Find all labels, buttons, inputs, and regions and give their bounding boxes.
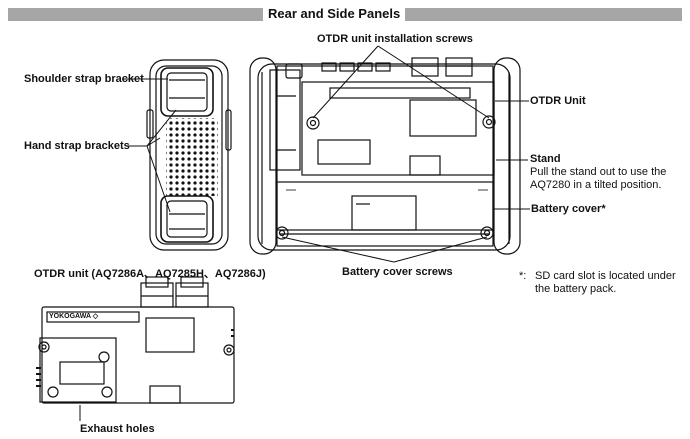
side-view-device <box>146 59 232 251</box>
hand-strap-brackets-label: Hand strap brackets <box>24 140 130 152</box>
footnote-line2: the battery pack. <box>535 283 617 295</box>
exhaust-holes-label: Exhaust holes <box>80 423 155 435</box>
brand-logo: YOKOGAWA ◇ <box>49 313 99 320</box>
footnote-line1: SD card slot is located under <box>535 270 676 282</box>
leader-lines <box>79 45 530 421</box>
otdr-unit-module <box>36 276 235 404</box>
stand-description-line2: AQ7280 in a tilted position. <box>530 179 662 191</box>
stand-description-line1: Pull the stand out to use the <box>530 166 667 178</box>
footnote-marker: *: <box>519 270 527 282</box>
stand-label: Stand <box>530 153 561 165</box>
shoulder-strap-bracket-label: Shoulder strap bracket <box>24 73 144 85</box>
page-title: Rear and Side Panels <box>263 5 406 23</box>
battery-cover-label: Battery cover* <box>531 203 606 215</box>
rear-view-device <box>249 57 521 255</box>
otdr-unit-models-label: OTDR unit (AQ7286A、AQ7285H、AQ7286J) <box>34 268 266 280</box>
otdr-installation-screws-label: OTDR unit installation screws <box>317 33 473 45</box>
otdr-unit-label: OTDR Unit <box>530 95 586 107</box>
battery-cover-screws-label: Battery cover screws <box>342 266 453 278</box>
